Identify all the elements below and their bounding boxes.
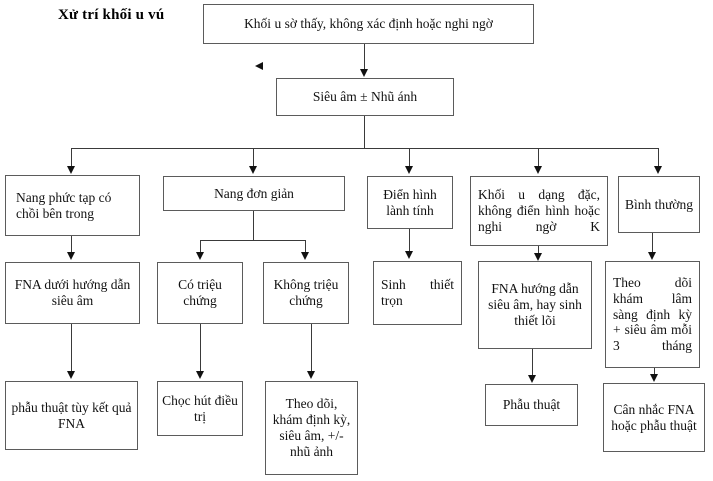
connector-branch4-down — [538, 246, 539, 256]
node-b5-step2-label: Theo dõi khám lâm sàng định kỳ + siêu âm… — [613, 274, 692, 354]
node-imaging: Siêu âm ± Nhũ ánh — [276, 78, 454, 116]
connector-b2b-step2-down — [311, 324, 312, 372]
node-b2a-step2-label: Có triệu chứng — [178, 277, 222, 308]
connector-split-bus — [71, 148, 659, 149]
connector-branch2-down — [253, 211, 254, 240]
node-b1-step3-label: phẫu thuật tùy kết quả FNA — [11, 399, 132, 431]
node-root-label: Khối u sờ thấy, không xác định hoặc nghi… — [244, 16, 493, 32]
connector-branch5-down — [652, 233, 653, 254]
node-b3-step2-label: Sinh thiết trọn — [381, 277, 454, 308]
arrow-branch5-to-step2 — [648, 252, 656, 260]
node-b1-step2: FNA dưới hướng dẫn siêu âm — [5, 262, 140, 324]
node-branch3: Điển hình lành tính — [367, 176, 453, 229]
arrow-root-to-imaging — [360, 69, 368, 77]
node-b3-step2: Sinh thiết trọn — [373, 261, 462, 325]
node-branch5: Bình thường — [618, 176, 700, 233]
arrow-to-branch5 — [654, 166, 662, 174]
connector-b5-step2-down — [654, 368, 655, 377]
node-branch1-label: Nang phức tạp có chồi bên trong — [16, 189, 112, 221]
arrow-to-branch2 — [249, 166, 257, 174]
node-imaging-label: Siêu âm ± Nhũ ánh — [312, 89, 418, 105]
connector-branch1-down — [71, 236, 72, 254]
node-branch4-label: Khối u dạng đặc, không điển hình hoặc ng… — [478, 187, 600, 234]
node-b4-step3-label: Phẫu thuật — [502, 397, 561, 413]
node-b2a-step3: Chọc hút điều trị — [157, 381, 243, 436]
stray-arrow-marker-icon — [255, 62, 263, 70]
node-b2b-step2: Không triệu chứng — [263, 262, 349, 324]
node-b1-step3: phẫu thuật tùy kết quả FNA — [5, 381, 138, 450]
arrow-branch4-to-step2 — [534, 253, 542, 261]
connector-drop-branch2 — [253, 148, 254, 168]
arrow-b2a-step2-to-step3 — [196, 371, 204, 379]
node-b2a-step3-label: Chọc hút điều trị — [162, 392, 238, 424]
node-root: Khối u sờ thấy, không xác định hoặc nghi… — [203, 4, 534, 44]
node-b4-step2-label: FNA hướng dẫn siêu âm, hay sinh thiết lõ… — [488, 281, 582, 328]
connector-imaging-down — [364, 116, 365, 148]
arrow-b1-step2-to-step3 — [67, 371, 75, 379]
connector-b4-step2-down — [532, 349, 533, 377]
connector-branch2-bus — [200, 240, 306, 241]
connector-drop-branch4 — [538, 148, 539, 168]
arrow-b2b-step2-to-step3 — [307, 371, 315, 379]
connector-drop-branch5 — [658, 148, 659, 168]
arrow-branch1-to-step2 — [67, 252, 75, 260]
connector-drop-b2b — [305, 240, 306, 254]
arrow-to-b2a — [196, 252, 204, 260]
connector-drop-b2a — [200, 240, 201, 254]
connector-b1-step2-down — [71, 324, 72, 372]
node-b4-step3: Phẫu thuật — [485, 384, 578, 426]
node-b4-step2: FNA hướng dẫn siêu âm, hay sinh thiết lõ… — [478, 261, 592, 349]
node-branch2-label: Nang đơn giản — [214, 185, 294, 201]
node-b2a-step2: Có triệu chứng — [157, 262, 243, 324]
node-b1-step2-label: FNA dưới hướng dẫn siêu âm — [14, 277, 131, 308]
connector-drop-branch3 — [409, 148, 410, 168]
node-branch1: Nang phức tạp có chồi bên trong — [5, 175, 140, 236]
node-b5-step2: Theo dõi khám lâm sàng định kỳ + siêu âm… — [605, 261, 700, 368]
arrow-b5-step2-to-step3 — [650, 374, 658, 382]
node-branch2: Nang đơn giản — [163, 176, 345, 211]
arrow-b4-step2-to-step3 — [528, 375, 536, 383]
node-branch3-label: Điển hình lành tính — [383, 186, 437, 218]
node-b5-step3: Cân nhắc FNA hoặc phẫu thuật — [603, 383, 705, 452]
arrow-to-b2b — [301, 252, 309, 260]
node-b2b-step2-label: Không triệu chứng — [273, 277, 339, 308]
connector-root-to-imaging — [364, 44, 365, 70]
node-b2b-step3-label: Theo dõi, khám định kỳ, siêu âm, +/- nhũ… — [272, 396, 351, 459]
arrow-to-branch3 — [405, 166, 413, 174]
connector-b2a-step2-down — [200, 324, 201, 372]
node-branch5-label: Bình thường — [624, 196, 694, 212]
arrow-branch3-to-step2 — [405, 251, 413, 259]
page-title: Xử trí khối u vú — [58, 7, 165, 23]
node-b5-step3-label: Cân nhắc FNA hoặc phẫu thuật — [611, 401, 697, 433]
node-b2b-step3: Theo dõi, khám định kỳ, siêu âm, +/- nhũ… — [265, 381, 358, 475]
arrow-to-branch4 — [534, 166, 542, 174]
connector-drop-branch1 — [71, 148, 72, 168]
connector-branch3-down — [409, 229, 410, 253]
node-branch4: Khối u dạng đặc, không điển hình hoặc ng… — [470, 176, 608, 246]
arrow-to-branch1 — [67, 166, 75, 174]
